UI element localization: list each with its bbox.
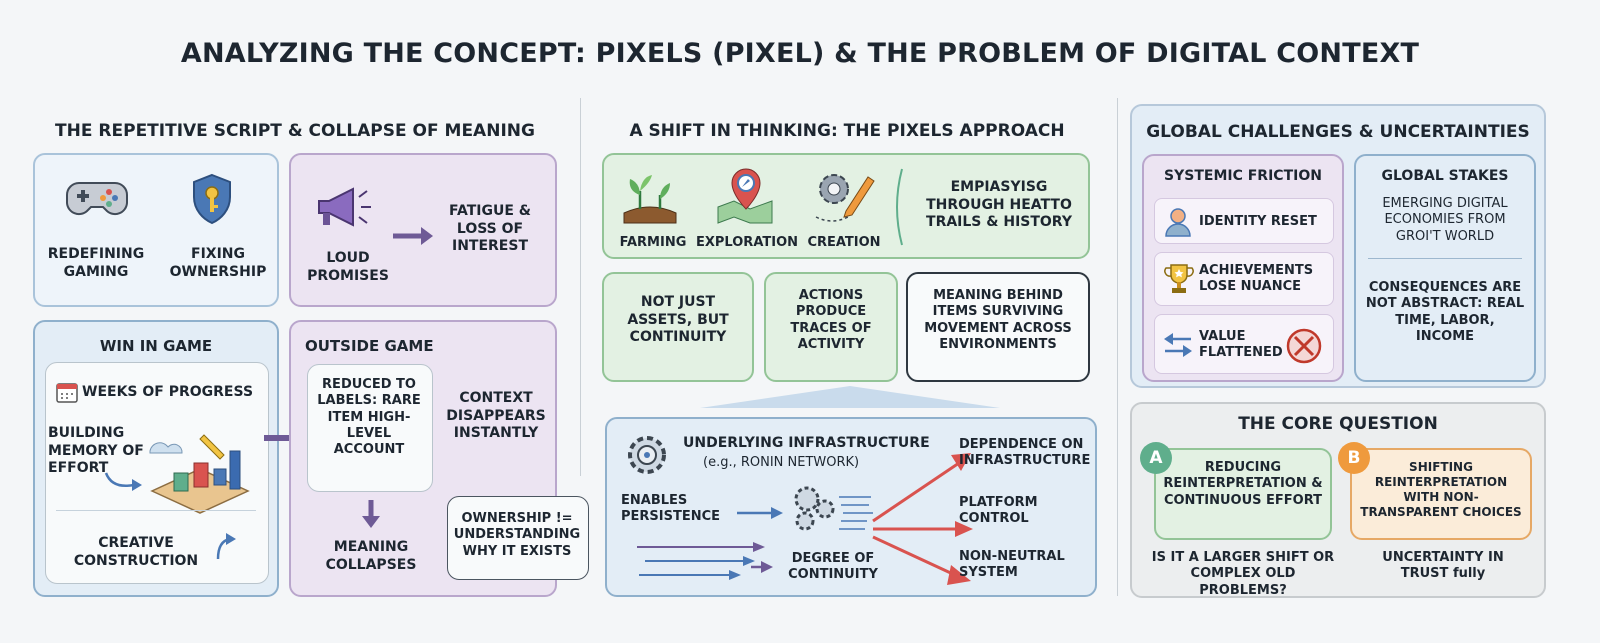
meaning-behind-card: MEANING BEHIND ITEMS SURVIVING MOVEMENT … [906,272,1090,382]
column-divider-right [1117,98,1118,596]
red-arrows-icon [872,453,973,585]
redefining-fixing-card: REDEFINING GAMING FIXING OWNERSHIP [33,153,279,307]
value-flattened-item: VALUE FLATTENED [1154,314,1334,374]
global-challenges-panel: GLOBAL CHALLENGES & UNCERTAINTIES SYSTEM… [1130,104,1546,388]
megaphone-icon [318,187,371,227]
creative-construction-label: CREATIVE CONSTRUCTION [73,535,199,569]
gear-pencil-icon [815,174,875,222]
arrow-right-icon [737,507,783,519]
right-section-title: GLOBAL CHALLENGES & UNCERTAINTIES [1146,122,1530,142]
calendar-icon [56,383,78,403]
systemic-friction-panel: SYSTEMIC FRICTION IDENTITY RESET ACHIEVE… [1142,154,1344,382]
column-divider-left [580,98,581,476]
option-b-label: SHIFTING REINTERPRETATION WITH NON-TRANS… [1360,460,1522,519]
curved-arrow-icon [104,472,142,491]
outside-game-title: OUTSIDE GAME [305,337,434,355]
win-in-game-panel: WIN IN GAME WEEKS OF PROGRESS BUILDING M… [33,320,279,597]
fatigue-label: FATIGUE & LOSS OF INTEREST [449,203,531,254]
left-section-title: THE REPETITIVE SCRIPT & COLLAPSE OF MEAN… [55,121,535,141]
platform-control-label: PLATFORM CONTROL [959,495,1038,527]
achievements-label: ACHIEVEMENTS LOSE NUANCE [1199,263,1314,295]
loud-promises-label: LOUD PROMISES [307,250,389,284]
emerging-economies-label: EMERGING DIGITAL ECONOMIES FROM GROI'T W… [1382,196,1508,244]
cross-circle-icon [1286,328,1322,364]
actions-label: ACTIONS PRODUCE TRACES OF ACTIVITY [790,288,872,352]
plant-sprout-icon [623,175,677,224]
up-arrow-icon [216,533,236,560]
stakes-divider [1368,258,1522,259]
arrow-right-icon [393,227,433,245]
core-question-title: THE CORE QUESTION [1238,414,1438,434]
fixing-ownership-label: FIXING OWNERSHIP [169,246,267,280]
reduced-labels-text: REDUCED TO LABELS: RARE ITEM HIGH-LEVEL … [317,377,421,457]
meaning-behind-label: MEANING BEHIND ITEMS SURVIVING MOVEMENT … [924,288,1072,352]
enables-persistence-label: ENABLES PERSISTENCE [621,493,721,525]
middle-section-title: A SHIFT IN THINKING: THE PIXELS APPROACH [629,121,1065,141]
exploration-label: EXPLORATION [696,235,799,250]
infrastructure-panel: UNDERLYING INFRASTRUCTURE (e.g., RONIN N… [605,417,1097,597]
gears-cluster-icon [794,486,873,531]
option-a-label: REDUCING REINTERPRETATION & CONTINUOUS E… [1163,460,1323,508]
emphasis-label: EMPIASYISG THROUGH HEATTO TRAILS & HISTO… [926,179,1072,230]
actions-card: ACTIONS PRODUCE TRACES OF ACTIVITY [764,272,898,382]
global-stakes-title: GLOBAL STAKES [1381,168,1509,184]
farming-label: FARMING [619,235,687,250]
non-neutral-label: NON-NEUTRAL SYSTEM [959,549,1065,581]
approach-card: FARMING EXPLORATION CREATION EMPIASYISG … [602,153,1090,259]
value-flattened-label: VALUE FLATTENED [1199,329,1283,361]
reduced-labels-card: REDUCED TO LABELS: RARE ITEM HIGH-LEVEL … [307,364,433,492]
win-in-game-title: WIN IN GAME [99,337,213,355]
core-question-panel: THE CORE QUESTION REDUCING REINTERPRETAT… [1130,402,1546,598]
not-just-assets-card: NOT JUST ASSETS, BUT CONTINUITY [602,272,754,382]
inner-divider [56,510,256,511]
trail-swoosh-icon [896,168,903,246]
page-title: ANALYZING THE CONCEPT: PIXELS (PIXEL) & … [180,38,1420,69]
gear-network-icon [628,436,666,474]
construction-blocks-icon [149,434,250,514]
systemic-friction-title: SYSTEMIC FRICTION [1164,168,1322,184]
context-disappears-label: CONTEXT DISAPPEARS INSTANTLY [446,390,546,441]
map-compass-icon [717,168,773,224]
loud-promises-card: LOUD PROMISES FATIGUE & LOSS OF INTEREST [289,153,557,307]
option-a-card: REDUCING REINTERPRETATION & CONTINUOUS E… [1154,448,1332,540]
identity-reset-label: IDENTITY RESET [1199,214,1317,229]
achievements-item: ACHIEVEMENTS LOSE NUANCE [1154,252,1334,306]
outside-game-panel: OUTSIDE GAME REDUCED TO LABELS: RARE ITE… [289,320,589,597]
continuity-arrows-icon [637,542,773,580]
game-controller-icon [66,182,128,216]
infra-label: UNDERLYING INFRASTRUCTURE [683,435,930,451]
not-just-assets-label: NOT JUST ASSETS, BUT CONTINUITY [627,294,729,345]
arrow-down-icon [362,500,380,528]
trophy-icon [1164,264,1194,293]
ownership-text: OWNERSHIP != UNDERSTANDING WHY IT EXISTS [453,511,581,559]
infra-example-label: (e.g., RONIN NETWORK) [703,455,860,470]
shield-key-icon [193,173,231,225]
global-stakes-panel: GLOBAL STAKES EMERGING DIGITAL ECONOMIES… [1354,154,1536,382]
option-b-card: SHIFTING REINTERPRETATION WITH NON-TRANS… [1350,448,1532,540]
dependence-label: DEPENDENCE ON INFRASTRUCTURE [959,437,1091,469]
ownership-card: OWNERSHIP != UNDERSTANDING WHY IT EXISTS [447,496,589,580]
question-b-label: UNCERTAINTY IN TRUST fully [1382,550,1504,582]
badge-b: B [1338,442,1370,474]
user-icon [1165,208,1191,237]
building-memory-label: BUILDING MEMORY OF EFFORT [48,425,144,476]
redefining-gaming-label: REDEFINING GAMING [47,246,145,280]
identity-reset-item: IDENTITY RESET [1154,198,1334,244]
pointer-triangle [700,386,1000,408]
win-in-game-inner: WEEKS OF PROGRESS BUILDING MEMORY OF EFF… [45,362,269,584]
weeks-of-progress-label: WEEKS OF PROGRESS [82,384,254,400]
degree-of-continuity-label: DEGREE OF CONTINUITY [788,551,878,583]
consequences-label: CONSEQUENCES ARE NOT ABSTRACT: REAL TIME… [1365,280,1525,344]
meaning-collapses-label: MEANING COLLAPSES [325,539,417,573]
creation-label: CREATION [807,235,881,250]
badge-a: A [1140,442,1172,474]
question-a-label: IS IT A LARGER SHIFT OR COMPLEX OLD PROB… [1151,550,1335,598]
swap-arrows-icon [1164,333,1192,357]
